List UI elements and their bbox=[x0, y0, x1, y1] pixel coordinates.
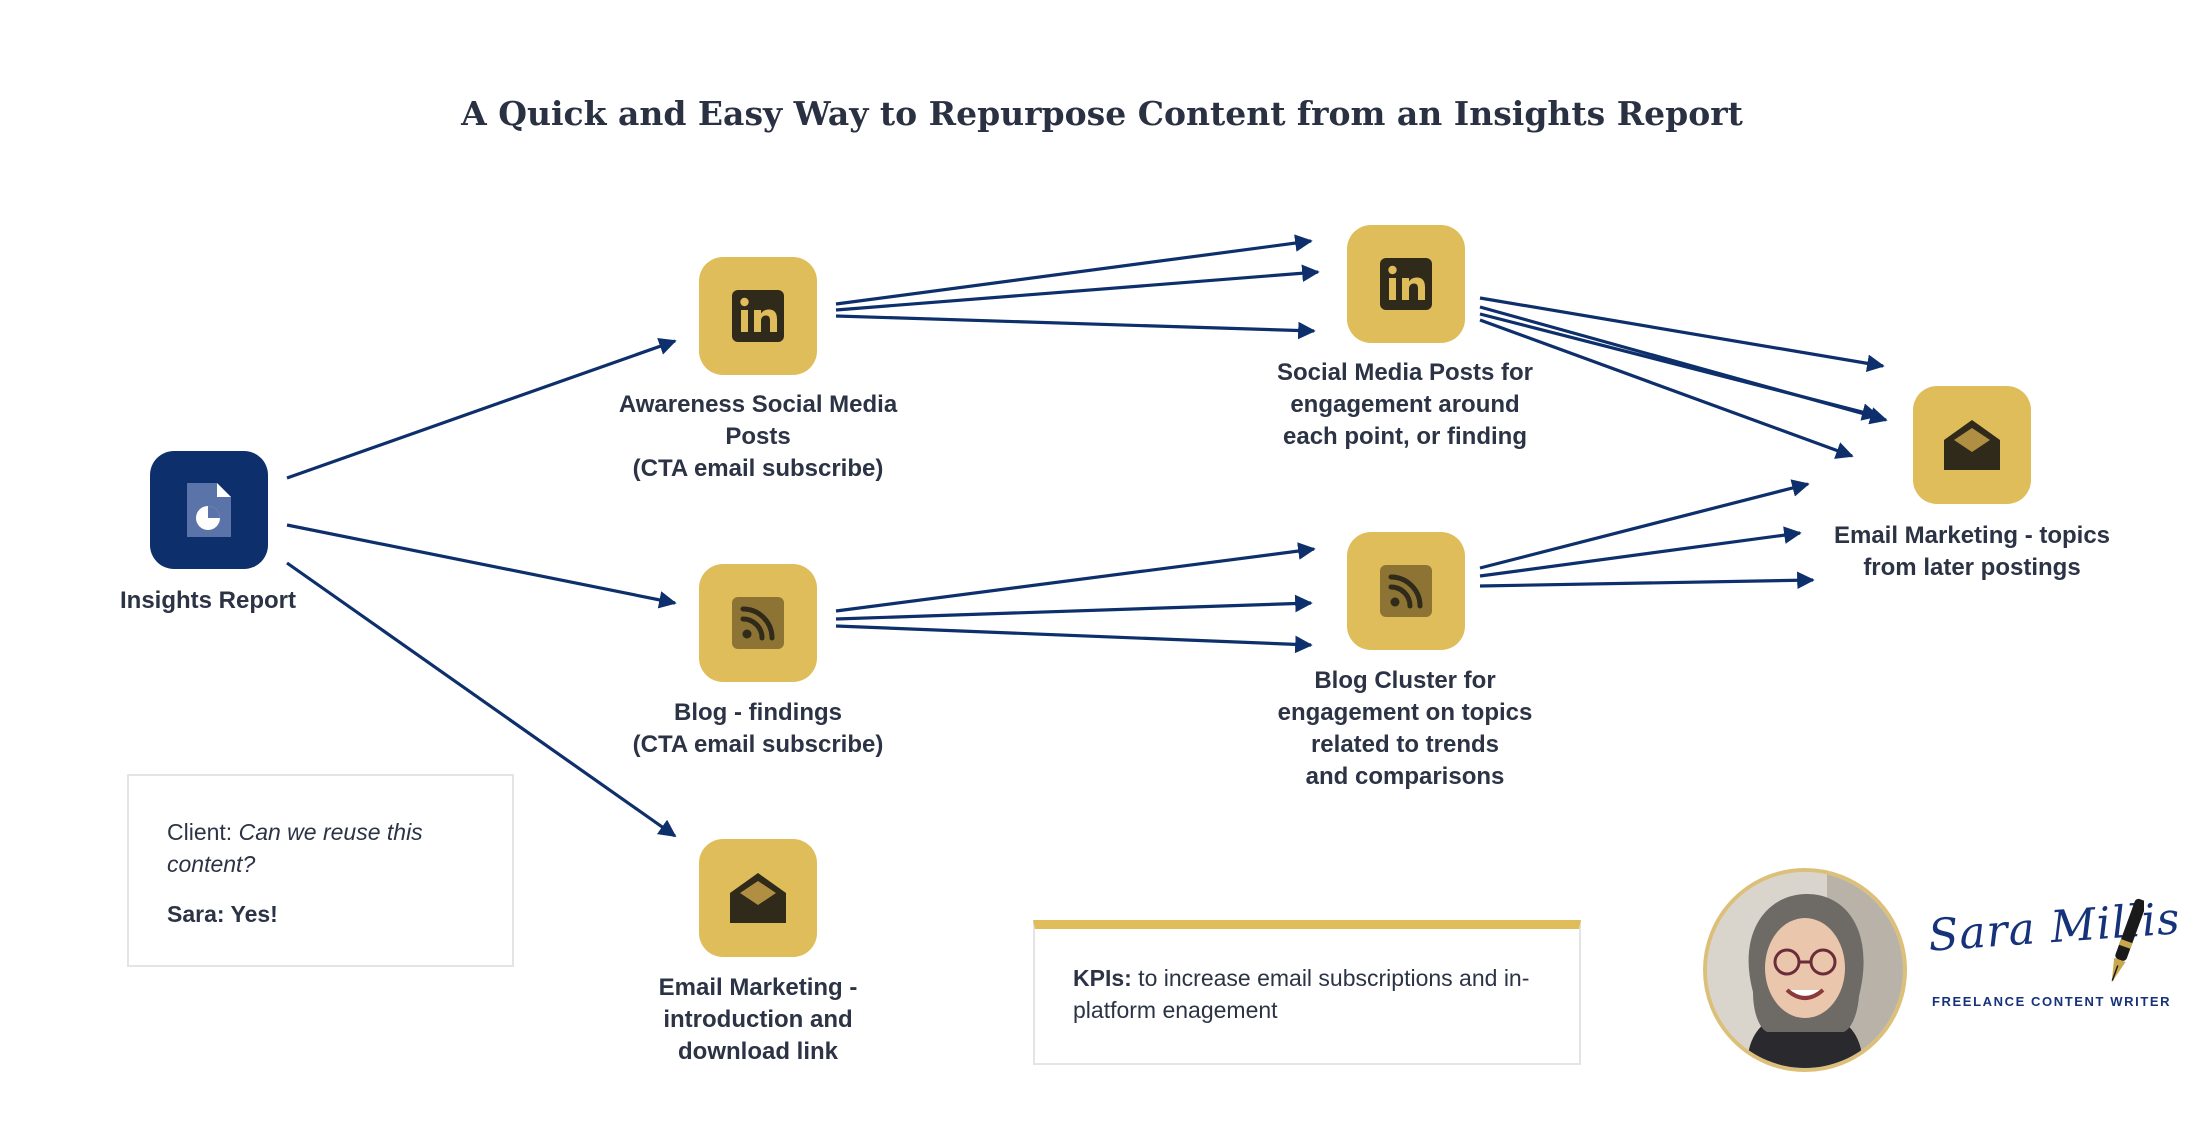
arrow-cluster-to-email-1 bbox=[1479, 479, 1810, 570]
kpi-card: KPIs: to increase email subscriptions an… bbox=[1033, 920, 1581, 1065]
linkedin-icon bbox=[1380, 258, 1432, 310]
insights-report-label: Insights Report bbox=[119, 587, 296, 614]
arrow-cluster-to-email-3 bbox=[1479, 571, 1815, 590]
email-envelope-icon bbox=[730, 873, 786, 923]
awareness-social-node[interactable] bbox=[699, 257, 817, 375]
client-question: Client: Can we reuse this content? bbox=[167, 816, 474, 880]
client-quote-card: Client: Can we reuse this content? Sara:… bbox=[127, 774, 514, 967]
kpi-label: KPIs: bbox=[1073, 965, 1132, 991]
arrow-insights-to-email bbox=[286, 561, 677, 838]
linkedin-icon bbox=[732, 290, 784, 342]
social-engagement-node[interactable] bbox=[1347, 225, 1465, 343]
arrow-social-to-email-1 bbox=[1479, 296, 1885, 373]
arrow-cluster-to-email-2 bbox=[1479, 526, 1802, 578]
arrow-blog-to-cluster-1 bbox=[835, 542, 1316, 613]
arrow-social-to-email-3 bbox=[1479, 312, 1880, 421]
email-topics-node[interactable] bbox=[1913, 386, 2031, 504]
blog-cluster-label: Blog Cluster for engagement on topics re… bbox=[1277, 667, 1533, 790]
arrow-awareness-to-social-1 bbox=[835, 234, 1313, 306]
email-envelope-icon bbox=[1944, 420, 2000, 470]
author-portrait-icon bbox=[1707, 872, 1903, 1068]
rss-feed-icon bbox=[1380, 565, 1432, 617]
email-topics-label: Email Marketing - topics from later post… bbox=[1833, 522, 2111, 581]
email-intro-label: Email Marketing - introduction and downl… bbox=[658, 974, 858, 1065]
arrow-awareness-to-social-3 bbox=[835, 314, 1316, 340]
insights-report-node[interactable] bbox=[150, 451, 268, 569]
arrow-blog-to-cluster-3 bbox=[835, 624, 1313, 654]
rss-feed-icon bbox=[732, 597, 784, 649]
email-intro-node[interactable] bbox=[699, 839, 817, 957]
kpi-text: to increase email subscriptions and in-p… bbox=[1073, 965, 1530, 1023]
arrow-blog-to-cluster-2 bbox=[835, 594, 1313, 621]
awareness-social-label: Awareness Social Media Posts (CTA email … bbox=[618, 391, 898, 482]
arrow-insights-to-blog bbox=[286, 523, 677, 609]
arrow-awareness-to-social-2 bbox=[835, 264, 1320, 312]
report-document-icon bbox=[187, 483, 231, 537]
arrow-social-to-email-4 bbox=[1479, 318, 1854, 459]
client-answer: Sara: Yes! bbox=[167, 901, 278, 927]
arrow-insights-to-awareness bbox=[286, 337, 677, 480]
page-title: A Quick and Easy Way to Repurpose Conten… bbox=[461, 94, 1743, 133]
signature-tagline: FREELANCE CONTENT WRITER bbox=[1932, 994, 2172, 1009]
client-question-text: Can we reuse this content? bbox=[167, 819, 423, 877]
author-avatar bbox=[1703, 868, 1907, 1072]
blog-cluster-node[interactable] bbox=[1347, 532, 1465, 650]
pen-icon bbox=[2111, 898, 2144, 983]
social-engagement-label: Social Media Posts for engagement around… bbox=[1276, 359, 1534, 450]
blog-findings-node[interactable] bbox=[699, 564, 817, 682]
blog-findings-label: Blog - findings (CTA email subscribe) bbox=[632, 699, 884, 758]
client-prefix: Client: bbox=[167, 819, 239, 845]
